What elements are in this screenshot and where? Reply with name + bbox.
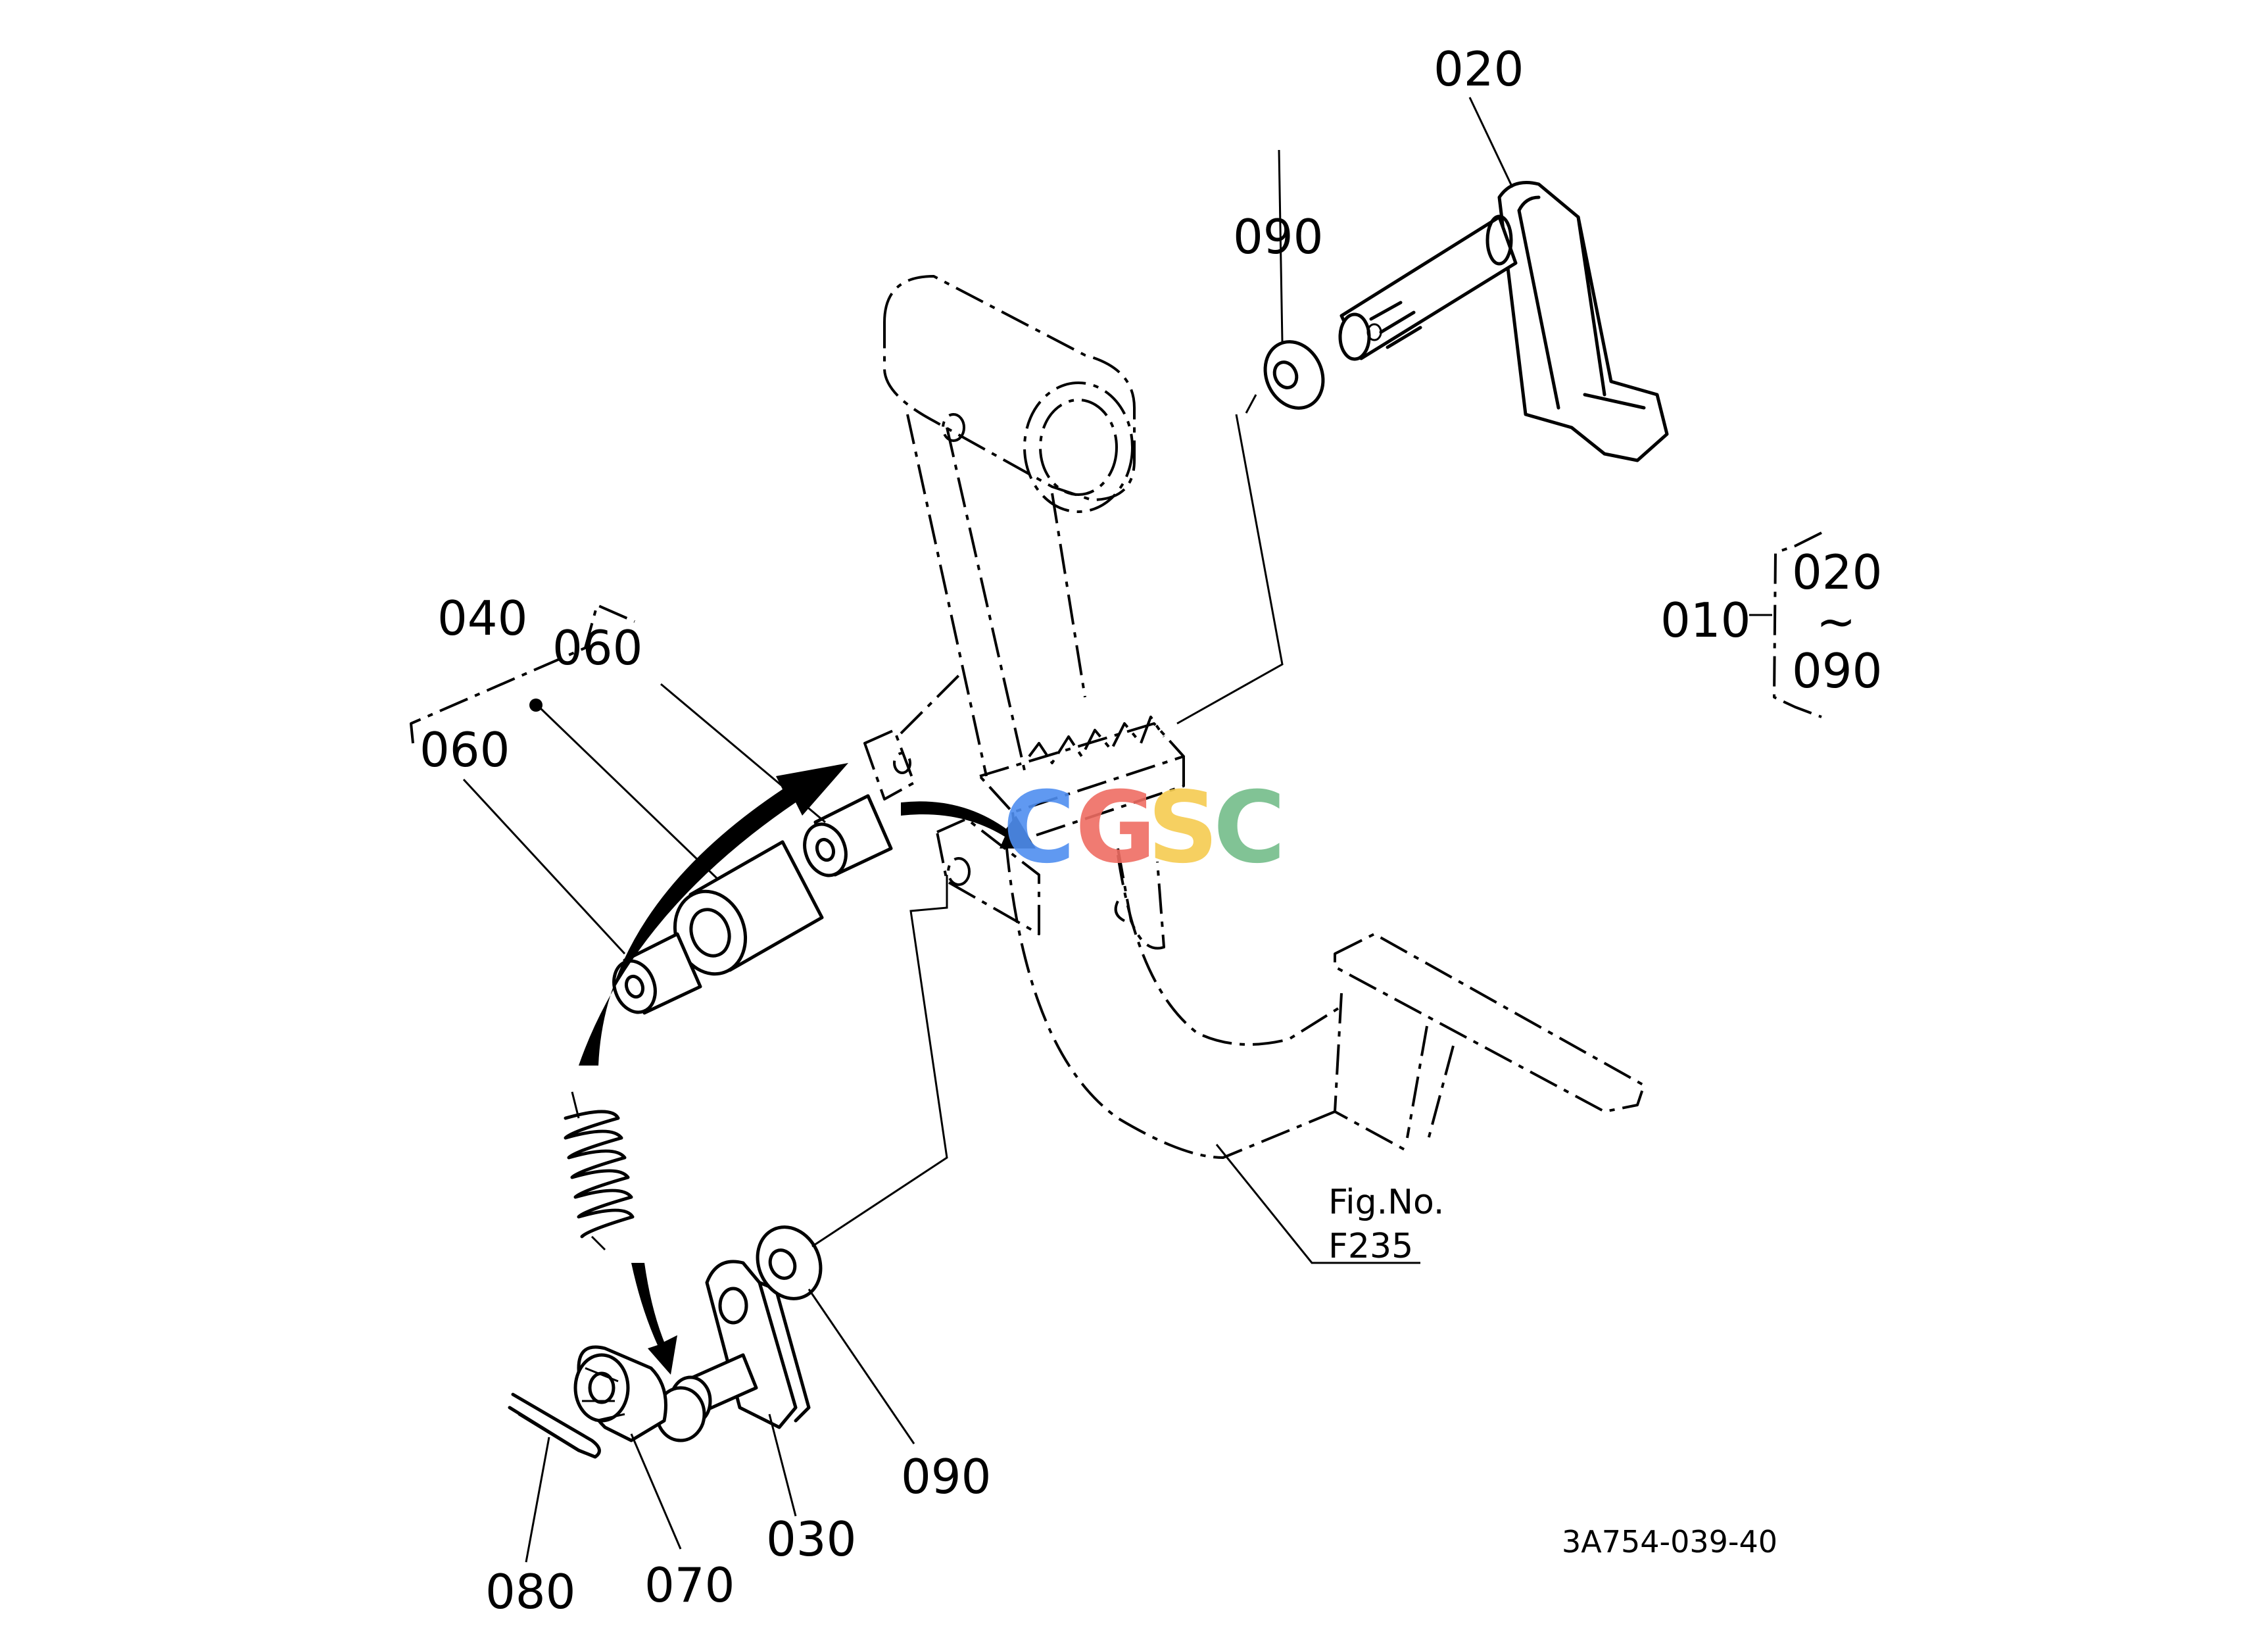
cgsc-watermark-logo: C G S C [1003, 771, 1286, 885]
part-020-pedal-shaft [1338, 181, 1669, 462]
label-080: 080 [485, 1564, 575, 1619]
group-bracket-040 [410, 604, 635, 744]
watermark-letter-1: C [1003, 771, 1075, 885]
fig-no-label: Fig.No. [1328, 1183, 1444, 1222]
part-090-washer-bottom [756, 1225, 823, 1300]
watermark-letter-4: C [1213, 771, 1286, 885]
watermark-letter-2: G [1075, 771, 1156, 885]
drawing-code: 3A754-039-40 [1562, 1524, 1777, 1560]
label-range-tilde: ~ [1816, 594, 1856, 649]
fig-ref-label: F235 [1328, 1227, 1413, 1266]
part-030-clevis [655, 1260, 811, 1442]
part-090-washer-top [1263, 340, 1325, 410]
label-020-top: 020 [1434, 41, 1524, 97]
group-bracket-010 [1749, 531, 1822, 718]
part-070-castle-nut [573, 1345, 667, 1442]
label-060-lower: 060 [420, 722, 510, 777]
label-040: 040 [437, 591, 527, 646]
part-080-cotter-pin [508, 1392, 601, 1459]
leader-lines [462, 97, 1514, 1563]
label-range-end: 090 [1792, 643, 1882, 699]
part-060-bushing-upper [803, 794, 893, 877]
label-090-top: 090 [1233, 209, 1323, 264]
part-060-bushing-lower [612, 932, 702, 1015]
part-labels: 020 090 040 060 060 010 020 ~ 090 090 03… [420, 41, 1882, 1619]
label-range-start: 020 [1792, 545, 1882, 600]
label-010: 010 [1660, 593, 1750, 648]
label-060-upper: 060 [552, 620, 642, 676]
label-070: 070 [644, 1558, 735, 1613]
assembly-arrows [579, 763, 1036, 1375]
watermark-letter-3: S [1147, 771, 1218, 885]
label-030: 030 [766, 1512, 856, 1567]
return-spring [564, 1091, 635, 1251]
label-090-bottom: 090 [901, 1449, 991, 1504]
